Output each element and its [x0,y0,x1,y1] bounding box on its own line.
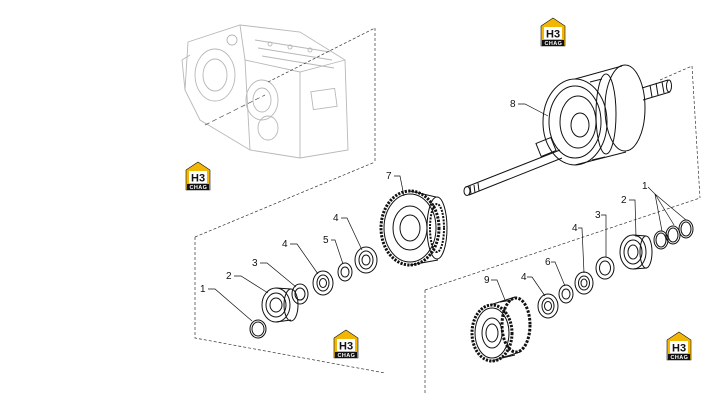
clutch-drum-part [542,64,672,166]
svg-text:CHAG: CHAG [671,355,689,361]
brand-logo: H3 CHAG [185,161,211,191]
svg-text:CHAG: CHAG [338,353,356,359]
spacer-part [595,256,615,280]
washer-part [337,262,353,282]
callout-label: 2 [621,195,627,206]
washer-part [558,284,574,304]
spacer-part [291,283,309,305]
leader-lines [208,103,687,322]
assembly-boundary-left [194,27,386,374]
callout-label: 4 [572,223,578,234]
svg-text:H3: H3 [672,343,686,355]
svg-text:H3: H3 [546,29,560,41]
bearing-part-small [312,270,334,296]
callout-label: 8 [510,99,516,110]
callout-label: 5 [323,235,329,246]
bearing-part-small [574,271,594,295]
callout-label: 1 [642,181,648,192]
callout-label: 7 [386,171,392,182]
snap-ring-part [249,319,267,339]
bearing-part-large [261,287,299,323]
pinion-gear [470,296,532,363]
brand-logo: H3 CHAG [540,17,566,47]
callout-label: 3 [595,210,601,221]
callout-label: 6 [545,257,551,268]
svg-text:CHAG: CHAG [545,41,563,47]
svg-text:CHAG: CHAG [190,185,208,191]
callout-label: 4 [282,239,288,250]
callout-label: 9 [484,275,490,286]
svg-text:H3: H3 [339,341,353,353]
callout-label: 1 [200,284,206,295]
brand-logo: H3 CHAG [666,331,692,361]
assembly-boundary-right [424,65,701,393]
spur-gear-large [379,189,448,267]
brand-logo: H3 CHAG [333,329,359,359]
bearing-part-small [537,293,559,319]
shaft-part [463,136,563,196]
callout-label: 4 [521,272,527,283]
svg-text:H3: H3 [191,173,205,185]
callout-label: 4 [333,213,339,224]
bearing-part-large [619,234,653,270]
callout-label: 2 [226,271,232,282]
gearbox-housing [181,24,349,159]
bearing-part-small [354,246,378,274]
housing-axis-line [204,94,266,126]
callout-label: 3 [252,258,258,269]
